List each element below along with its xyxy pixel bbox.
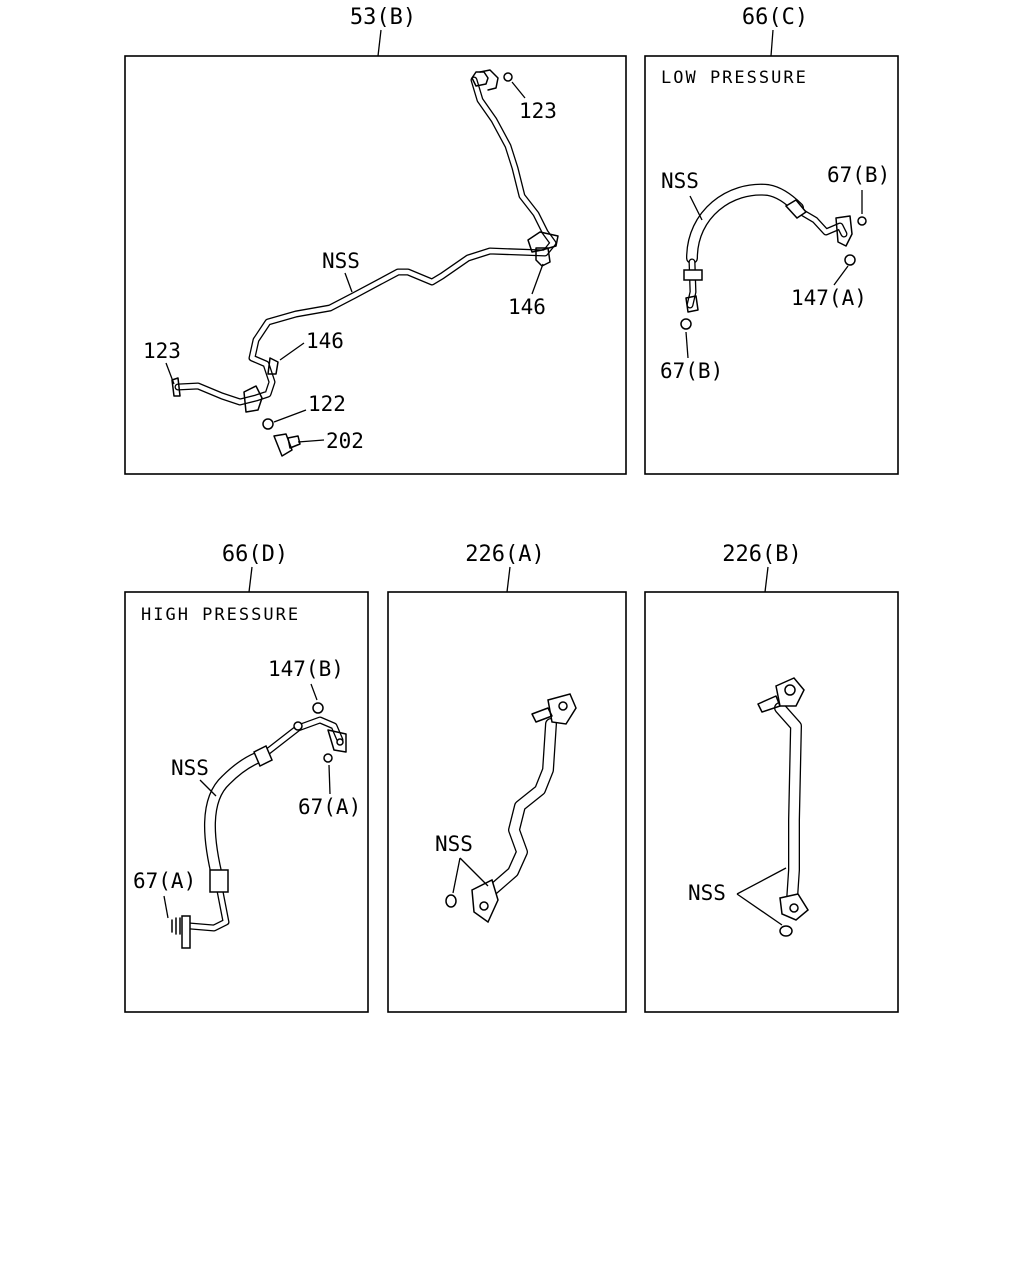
callout-nss: NSS bbox=[435, 832, 473, 856]
cap-icon bbox=[844, 254, 856, 266]
callout-123-left: 123 bbox=[143, 339, 181, 363]
callout-146-right: 146 bbox=[508, 295, 546, 319]
hose-ferrule bbox=[253, 744, 273, 768]
o-ring-icon bbox=[262, 418, 274, 430]
cap-icon bbox=[312, 702, 324, 714]
callout-67a-right: 67(A) bbox=[298, 795, 361, 819]
hose-ferrule bbox=[784, 199, 808, 219]
o-ring-icon bbox=[323, 753, 333, 763]
panel-ref-66c: 66(C) bbox=[742, 5, 808, 30]
bolt-hole bbox=[558, 701, 568, 711]
panel-caption: LOW PRESSURE bbox=[661, 68, 808, 88]
callout-67a-left: 67(A) bbox=[133, 869, 196, 893]
leader bbox=[344, 272, 353, 293]
leader bbox=[736, 893, 783, 926]
panel-ref-226a: 226(A) bbox=[465, 542, 544, 567]
leader bbox=[297, 439, 325, 443]
callout-67b-bottom: 67(B) bbox=[660, 359, 723, 383]
panel-caption: HIGH PRESSURE bbox=[141, 605, 300, 625]
leader bbox=[685, 331, 689, 359]
panel-ref-66d: 66(D) bbox=[222, 542, 288, 567]
hose-ferrule bbox=[209, 869, 229, 893]
bolt-hole bbox=[789, 903, 799, 913]
panel-frame bbox=[124, 55, 627, 475]
panel-ref-leader bbox=[770, 29, 774, 57]
pipe-226a bbox=[445, 693, 577, 924]
leader bbox=[199, 779, 217, 797]
panel-ref-leader bbox=[377, 29, 382, 57]
callout-nss: NSS bbox=[322, 249, 360, 273]
o-ring-icon bbox=[445, 894, 457, 908]
panel-ref-226b: 226(B) bbox=[722, 542, 801, 567]
high-pressure-hose bbox=[171, 702, 347, 949]
callout-nss: NSS bbox=[661, 169, 699, 193]
panel-226a: 226(A) NSS bbox=[387, 542, 627, 1013]
fitting bbox=[293, 721, 303, 731]
panel-226b: 226(B) NSS bbox=[644, 542, 899, 1013]
fitting-block bbox=[181, 915, 191, 949]
leader bbox=[689, 195, 703, 221]
callout-147b: 147(B) bbox=[268, 657, 344, 681]
panel-ref-leader bbox=[248, 566, 253, 593]
panel-66d: 66(D) HIGH PRESSURE 147(B) NSS 67 bbox=[124, 542, 369, 1013]
panel-ref-53b: 53(B) bbox=[350, 5, 416, 30]
leader bbox=[736, 867, 787, 895]
leader bbox=[310, 683, 318, 701]
panel-frame bbox=[124, 591, 369, 1013]
leader bbox=[452, 857, 461, 894]
leader bbox=[273, 409, 307, 423]
leader bbox=[279, 342, 305, 361]
panel-frame bbox=[644, 591, 899, 1013]
o-ring-icon bbox=[680, 318, 692, 330]
callout-202: 202 bbox=[326, 429, 364, 453]
callout-67b-top: 67(B) bbox=[827, 163, 890, 187]
bolt-hole bbox=[784, 684, 796, 696]
bolt-hole bbox=[479, 901, 489, 911]
ac-pipe-53b bbox=[171, 69, 559, 457]
leader bbox=[328, 764, 331, 795]
leader bbox=[531, 263, 544, 295]
panel-53b: 53(B) 123 NSS 146 123 146 122 bbox=[124, 5, 627, 475]
panel-66c: 66(C) LOW PRESSURE NSS 67(B) 147(A) 67(B… bbox=[644, 5, 899, 475]
pipe-226b bbox=[757, 677, 809, 937]
panel-frame bbox=[644, 55, 899, 475]
callout-146-left: 146 bbox=[306, 329, 344, 353]
o-ring-icon bbox=[503, 72, 513, 82]
panel-ref-leader bbox=[764, 566, 769, 593]
leader bbox=[459, 857, 489, 887]
callout-147a: 147(A) bbox=[791, 286, 867, 310]
o-ring-icon bbox=[857, 216, 867, 226]
panel-frame bbox=[387, 591, 627, 1013]
leader bbox=[833, 265, 849, 286]
leader bbox=[163, 895, 169, 919]
callout-nss: NSS bbox=[171, 756, 209, 780]
leader bbox=[165, 362, 175, 385]
o-ring-icon bbox=[779, 925, 793, 937]
leader bbox=[511, 81, 526, 99]
callout-nss: NSS bbox=[688, 881, 726, 905]
panel-ref-leader bbox=[506, 566, 511, 593]
callout-122: 122 bbox=[308, 392, 346, 416]
low-pressure-hose bbox=[680, 183, 867, 330]
pipe-flange bbox=[471, 878, 499, 924]
callout-123-top: 123 bbox=[519, 99, 557, 123]
hose-ferrule bbox=[683, 269, 703, 281]
